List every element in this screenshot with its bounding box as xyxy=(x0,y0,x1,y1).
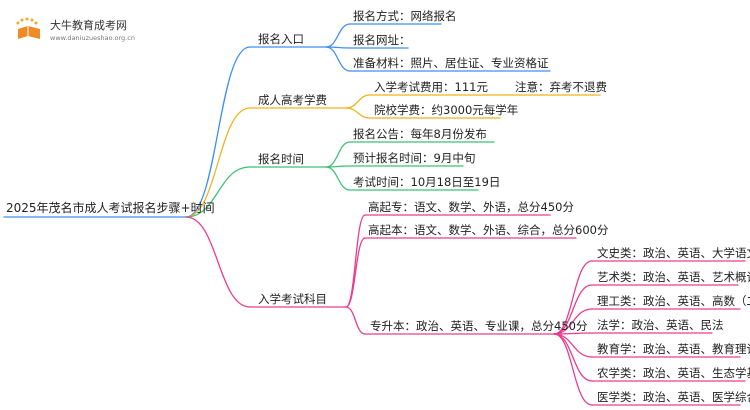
logo-title: 大牛教育成考网 xyxy=(50,19,127,32)
fee-link-1 xyxy=(345,107,371,119)
zsb-nongxue: 农学类：政治、英语、生态学基础 xyxy=(597,366,750,380)
subjects-link-1 xyxy=(345,237,366,308)
time-notice: 报名公告：每年8月份发布 xyxy=(353,127,487,141)
root-branch-link-1 xyxy=(185,107,251,218)
time-link-0 xyxy=(325,141,351,168)
logo-url: www.daniuzueshao.org.cn xyxy=(50,34,135,42)
subjects-link-2 xyxy=(345,306,366,335)
branch-subjects: 入学考试科目 xyxy=(258,292,327,306)
zsb-link-0 xyxy=(553,260,593,335)
zsb-link-6 xyxy=(553,333,593,406)
zsb-link-4 xyxy=(553,333,593,358)
zsb-yixue: 医学类：政治、英语、医学综合 xyxy=(597,390,750,404)
fee-note: 注意：弃考不退费 xyxy=(515,80,607,94)
zsb-link-5 xyxy=(553,333,593,382)
entry-website: 报名网址： xyxy=(353,33,411,47)
zsb-jiaoyu: 教育学：政治、英语、教育理论 xyxy=(597,342,750,356)
root-branch-link-3 xyxy=(185,216,251,308)
entry-link-2 xyxy=(325,46,351,72)
entry-link-0 xyxy=(325,23,351,48)
entry-materials: 准备材料：照片、居住证、专业资格证 xyxy=(353,56,549,70)
zsb-link-2 xyxy=(553,308,593,335)
time-exam: 考试时间：10月18日至19日 xyxy=(353,175,501,189)
subjects-gqz: 高起专：语文、数学、外语，总分450分 xyxy=(368,200,574,214)
fee-exam: 入学考试费用：111元 xyxy=(374,80,488,94)
branch-fee: 成人高考学费 xyxy=(258,93,327,107)
subjects-gqb: 高起本：语文、数学、外语、综合，总分600分 xyxy=(368,223,609,237)
root-branch-link-2 xyxy=(185,166,251,218)
entry-method: 报名方式：网络报名 xyxy=(353,9,457,23)
root-topic: 2025年茂名市成人考试报名步骤+时间 xyxy=(6,201,215,215)
subjects-zsb: 专升本：政治、英语、专业课，总分450分 xyxy=(370,319,588,333)
zsb-faxue: 法学：政治、英语、民法 xyxy=(597,318,724,332)
fee-link-0 xyxy=(345,94,371,109)
zsb-ligong: 理工类：政治、英语、高数（二） xyxy=(597,294,750,308)
time-registration: 预计报名时间：9月中旬 xyxy=(353,151,476,165)
time-link-2 xyxy=(325,166,351,191)
branch-entry: 报名入口 xyxy=(258,32,304,46)
branch-time: 报名时间 xyxy=(258,152,304,166)
zsb-wenshi: 文史类：政治、英语、大学语文 xyxy=(597,246,750,260)
logo-icon xyxy=(16,17,40,39)
fee-tuition: 院校学费：约3000元每学年 xyxy=(374,103,519,117)
root-branch-link-0 xyxy=(185,46,251,218)
subjects-link-0 xyxy=(345,214,366,308)
zsb-yishu: 艺术类：政治、英语、艺术概论 xyxy=(597,270,750,284)
